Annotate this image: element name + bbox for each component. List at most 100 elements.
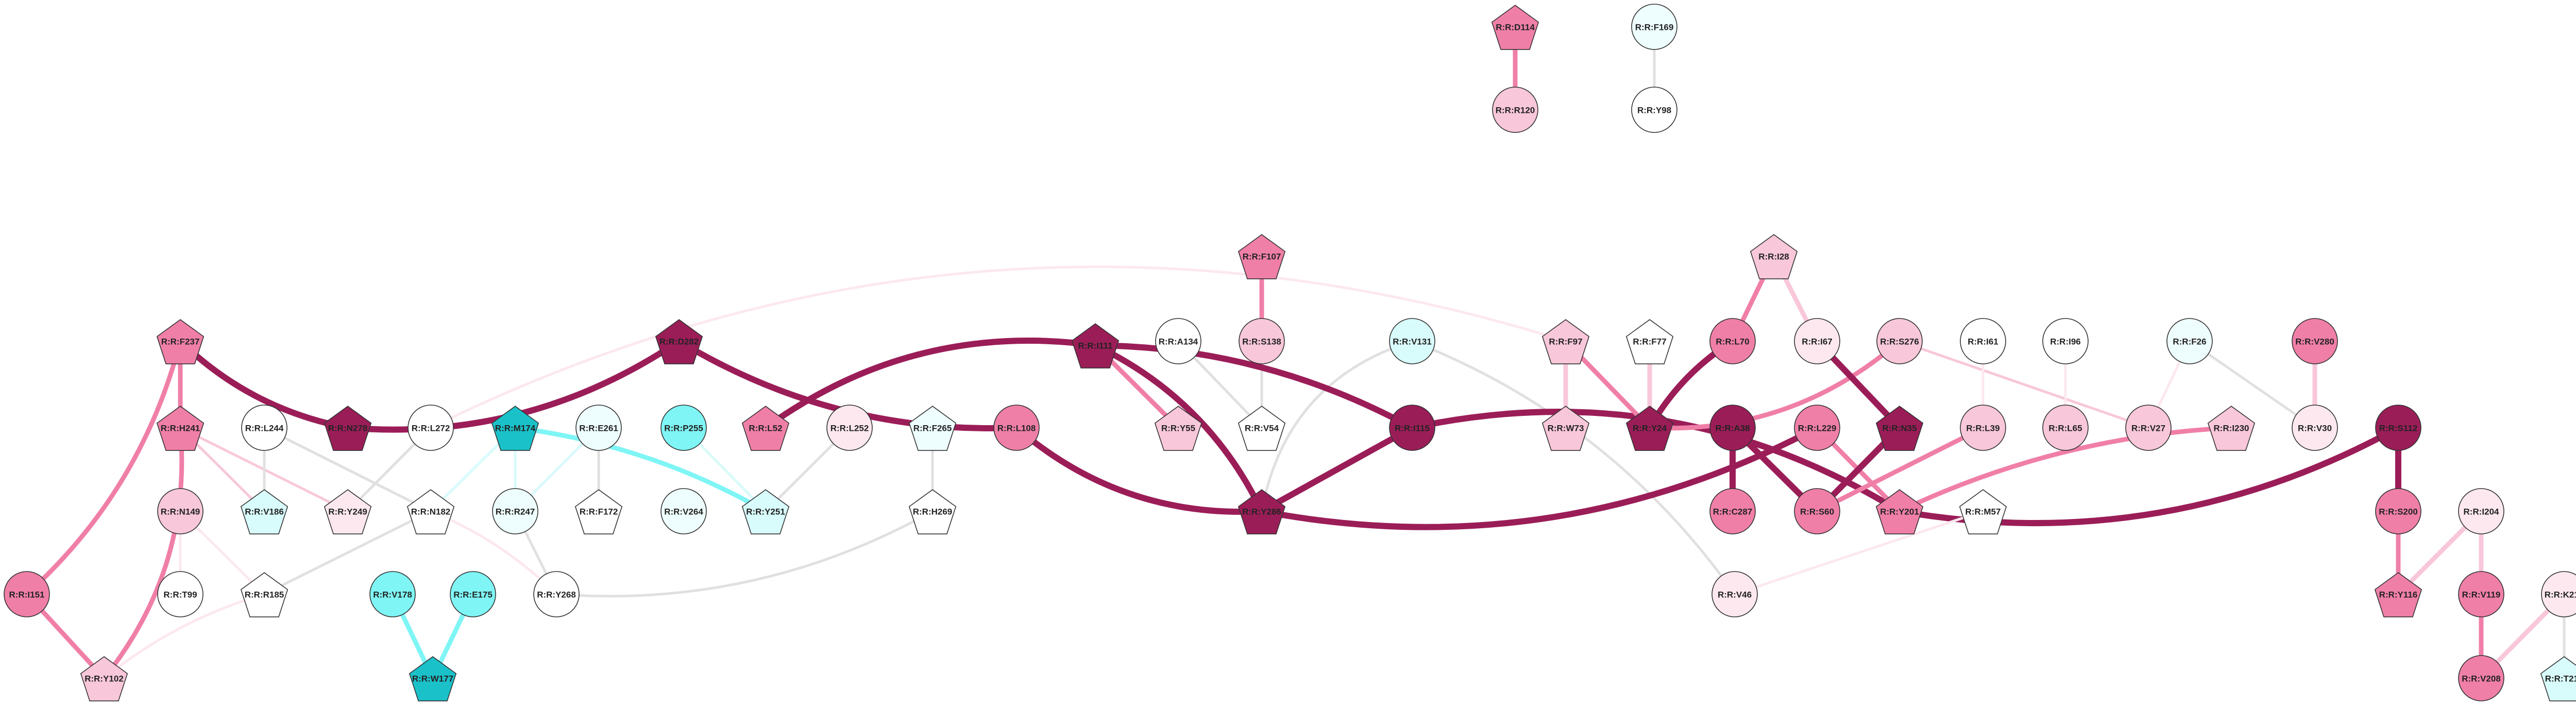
node-r185[interactable]: R:R:R185 bbox=[240, 572, 289, 617]
node-i111[interactable]: R:R:I111 bbox=[1071, 323, 1120, 368]
node-label-f107: R:R:F107 bbox=[1243, 251, 1281, 261]
node-v131[interactable]: R:R:V131 bbox=[1389, 318, 1435, 364]
node-l108[interactable]: R:R:L108 bbox=[993, 405, 1040, 451]
node-i115[interactable]: R:R:I115 bbox=[1389, 405, 1435, 451]
node-r120[interactable]: R:R:R120 bbox=[1492, 87, 1538, 133]
node-v280[interactable]: R:R:V280 bbox=[2292, 318, 2338, 364]
node-d282[interactable]: R:R:D282 bbox=[655, 319, 703, 364]
node-l65[interactable]: R:R:L65 bbox=[2042, 405, 2089, 451]
node-label-i61: R:R:I61 bbox=[1968, 337, 1998, 346]
node-e261[interactable]: R:R:E261 bbox=[575, 405, 622, 451]
node-v178[interactable]: R:R:V178 bbox=[369, 571, 416, 617]
node-v186[interactable]: R:R:V186 bbox=[240, 489, 289, 534]
node-i204[interactable]: R:R:I204 bbox=[2458, 488, 2504, 534]
node-n278[interactable]: R:R:N278 bbox=[324, 406, 372, 451]
node-r247[interactable]: R:R:R247 bbox=[492, 488, 538, 534]
node-l52[interactable]: R:R:L52 bbox=[741, 406, 790, 451]
node-y24[interactable]: R:R:Y24 bbox=[1625, 406, 1674, 451]
edge-n182-r185 bbox=[263, 510, 432, 596]
node-t99[interactable]: R:R:T99 bbox=[157, 571, 204, 617]
node-f265[interactable]: R:R:F265 bbox=[908, 406, 957, 451]
node-f237[interactable]: R:R:F237 bbox=[156, 319, 205, 364]
node-k219[interactable]: R:R:K219 bbox=[2541, 571, 2576, 617]
node-s200[interactable]: R:R:S200 bbox=[2375, 488, 2421, 534]
node-label-e175: R:R:E175 bbox=[453, 590, 493, 599]
node-n35[interactable]: R:R:N35 bbox=[1875, 406, 1924, 451]
node-n182[interactable]: R:R:N182 bbox=[406, 489, 455, 534]
node-i61[interactable]: R:R:I61 bbox=[1960, 318, 2006, 364]
node-l39[interactable]: R:R:L39 bbox=[1960, 405, 2006, 451]
node-w73[interactable]: R:R:W73 bbox=[1541, 406, 1590, 451]
node-y268[interactable]: R:R:Y268 bbox=[533, 571, 580, 617]
edge-f237-i151 bbox=[24, 339, 183, 597]
node-n149[interactable]: R:R:N149 bbox=[157, 488, 204, 534]
node-shape-f265 bbox=[908, 406, 957, 451]
node-f172[interactable]: R:R:F172 bbox=[574, 489, 623, 534]
node-f77[interactable]: R:R:F77 bbox=[1625, 319, 1674, 364]
node-shape-l52 bbox=[741, 406, 790, 451]
node-l272[interactable]: R:R:L272 bbox=[408, 405, 454, 451]
node-i28[interactable]: R:R:I28 bbox=[1750, 234, 1798, 279]
node-shape-n278 bbox=[324, 406, 372, 451]
node-s112[interactable]: R:R:S112 bbox=[2375, 405, 2421, 451]
node-v119[interactable]: R:R:V119 bbox=[2458, 571, 2504, 617]
node-shape-i61 bbox=[1960, 318, 2006, 364]
node-label-l39: R:R:L39 bbox=[1966, 423, 1999, 433]
node-d114[interactable]: R:R:D114 bbox=[1491, 5, 1539, 50]
node-h241[interactable]: R:R:H241 bbox=[156, 406, 205, 451]
node-label-k219: R:R:K219 bbox=[2545, 590, 2576, 599]
node-v30[interactable]: R:R:V30 bbox=[2292, 405, 2338, 451]
node-i67[interactable]: R:R:I67 bbox=[1794, 318, 1840, 364]
node-shape-i96 bbox=[2042, 318, 2089, 364]
node-v46[interactable]: R:R:V46 bbox=[1711, 571, 1758, 617]
node-y102[interactable]: R:R:Y102 bbox=[80, 656, 128, 701]
node-label-n149: R:R:N149 bbox=[161, 507, 200, 516]
node-y251[interactable]: R:R:Y251 bbox=[741, 489, 790, 534]
node-l252[interactable]: R:R:L252 bbox=[826, 405, 873, 451]
node-i96[interactable]: R:R:I96 bbox=[2042, 318, 2089, 364]
node-v27[interactable]: R:R:V27 bbox=[2125, 405, 2172, 451]
node-shape-v280 bbox=[2292, 318, 2338, 364]
node-s60[interactable]: R:R:S60 bbox=[1794, 488, 1840, 534]
nodes-layer: R:R:D114R:R:R120R:R:F169R:R:Y98R:R:F107R… bbox=[4, 4, 2576, 701]
node-shape-y55 bbox=[1154, 406, 1202, 451]
node-h269[interactable]: R:R:H269 bbox=[908, 489, 957, 534]
node-label-v46: R:R:V46 bbox=[1718, 590, 1752, 599]
node-m174[interactable]: R:R:M174 bbox=[491, 406, 539, 451]
node-l244[interactable]: R:R:L244 bbox=[241, 405, 287, 451]
node-f169[interactable]: R:R:F169 bbox=[1631, 4, 1677, 50]
node-y116[interactable]: R:R:Y116 bbox=[2374, 572, 2422, 617]
node-e175[interactable]: R:R:E175 bbox=[450, 571, 496, 617]
node-t214[interactable]: R:R:T214 bbox=[2540, 656, 2576, 701]
node-c287[interactable]: R:R:C287 bbox=[1709, 488, 1756, 534]
node-l229[interactable]: R:R:L229 bbox=[1794, 405, 1840, 451]
node-m57[interactable]: R:R:M57 bbox=[1959, 489, 2007, 534]
node-label-n182: R:R:N182 bbox=[411, 507, 451, 516]
node-w177[interactable]: R:R:W177 bbox=[409, 656, 457, 701]
node-s276[interactable]: R:R:S276 bbox=[1876, 318, 1923, 364]
node-y249[interactable]: R:R:Y249 bbox=[324, 489, 372, 534]
node-y55[interactable]: R:R:Y55 bbox=[1154, 406, 1202, 451]
node-label-y98: R:R:Y98 bbox=[1637, 105, 1671, 115]
node-v208[interactable]: R:R:V208 bbox=[2458, 655, 2504, 701]
node-shape-i111 bbox=[1071, 323, 1120, 368]
node-p255[interactable]: R:R:P255 bbox=[660, 405, 707, 451]
node-s138[interactable]: R:R:S138 bbox=[1239, 318, 1285, 364]
node-a134[interactable]: R:R:A134 bbox=[1155, 318, 1201, 364]
node-i230[interactable]: R:R:I230 bbox=[2207, 406, 2256, 451]
node-i151[interactable]: R:R:I151 bbox=[4, 571, 50, 617]
node-label-v264: R:R:V264 bbox=[664, 507, 703, 516]
node-a38[interactable]: R:R:A38 bbox=[1709, 405, 1756, 451]
node-shape-m174 bbox=[491, 406, 539, 451]
node-y98[interactable]: R:R:Y98 bbox=[1631, 87, 1677, 133]
node-l70[interactable]: R:R:L70 bbox=[1709, 318, 1756, 364]
node-shape-e175 bbox=[450, 571, 496, 617]
node-y201[interactable]: R:R:Y201 bbox=[1875, 489, 1924, 534]
node-f97[interactable]: R:R:F97 bbox=[1541, 319, 1590, 364]
node-f107[interactable]: R:R:F107 bbox=[1238, 234, 1286, 279]
node-v264[interactable]: R:R:V264 bbox=[660, 488, 707, 534]
node-y286[interactable]: R:R:Y286 bbox=[1238, 489, 1286, 534]
node-v54[interactable]: R:R:V54 bbox=[1238, 406, 1286, 451]
edge-y268-h269 bbox=[555, 510, 934, 598]
node-f26[interactable]: R:R:F26 bbox=[2166, 318, 2213, 364]
